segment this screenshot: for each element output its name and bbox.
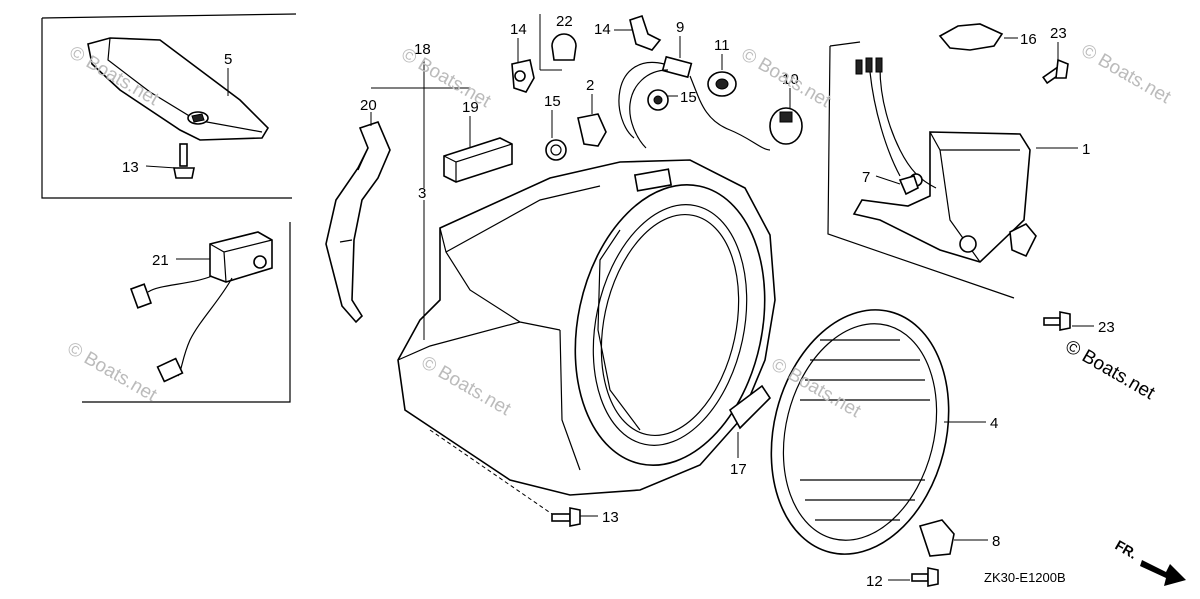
callout-12: 12 — [866, 573, 883, 590]
callout-23-bottom: 23 — [1098, 319, 1115, 336]
callout-16: 16 — [1020, 31, 1037, 48]
callout-17: 17 — [730, 461, 747, 478]
watermark-faint-2: © Boats.net — [64, 338, 161, 406]
wire-band-14-right-drawing — [629, 14, 662, 51]
callout-23-top: 23 — [1050, 25, 1067, 42]
bolt-13-top-drawing — [173, 143, 195, 179]
callout-2: 2 — [586, 77, 594, 94]
control-box-frame — [827, 41, 1015, 299]
plate-seal-17-drawing — [728, 384, 772, 430]
grommet-15-mid-drawing — [647, 89, 669, 111]
callout-4: 4 — [990, 415, 998, 432]
seal-strip-drawing — [325, 121, 391, 324]
top-cover-bracket-drawing — [87, 37, 270, 141]
fan-cover-drawing — [397, 159, 776, 496]
callout-5: 5 — [224, 51, 232, 68]
callout-10: 10 — [782, 71, 799, 88]
oil-level-switch-drawing — [129, 231, 273, 383]
callout-7: 7 — [862, 169, 870, 186]
bolt-23-bottom-drawing — [1043, 311, 1071, 331]
grommet-clip-2-drawing — [577, 113, 607, 147]
wire-clamp-7-drawing — [898, 175, 919, 196]
callout-3: 3 — [418, 185, 426, 202]
callout-21: 21 — [152, 252, 169, 269]
callout-22: 22 — [556, 13, 573, 30]
grommet-15-left-drawing — [545, 139, 567, 161]
callout-labels: 5 13 21 20 18 19 3 14 22 14 9 2 15 15 11… — [122, 13, 1115, 590]
watermark-faint-7: © Boats.net — [1078, 40, 1175, 108]
front-arrow-icon — [1140, 560, 1186, 586]
callout-18: 18 — [414, 41, 431, 58]
wire-band-14-left-drawing — [511, 59, 535, 93]
inset-frame-top-left — [41, 13, 297, 199]
callout-11: 11 — [714, 37, 730, 54]
callout-13-top: 13 — [122, 159, 139, 176]
watermark-main: © Boats.net — [1062, 336, 1159, 404]
cable-clip-8-drawing — [918, 519, 955, 557]
callout-14-left: 14 — [510, 21, 527, 38]
callout-15-mid: 15 — [680, 89, 697, 106]
leader-lines — [145, 14, 1094, 581]
wire-harness-drawing — [618, 55, 771, 151]
front-label: FR. — [1113, 537, 1141, 562]
harness-clip-16-drawing — [938, 23, 1004, 51]
inset-frame-left — [82, 222, 291, 403]
bolt-23-top-drawing — [1042, 58, 1069, 85]
callout-1: 1 — [1082, 141, 1090, 158]
seal-block-drawing — [443, 137, 513, 183]
callout-19: 19 — [462, 99, 479, 116]
grommet-11-drawing — [707, 71, 737, 97]
callout-15-left: 15 — [544, 93, 561, 110]
cap-22-drawing — [551, 33, 577, 61]
bolt-13-bottom-drawing — [551, 507, 581, 527]
callout-14-right: 14 — [594, 21, 611, 38]
callout-13-bottom: 13 — [602, 509, 619, 526]
callout-8: 8 — [992, 533, 1000, 550]
control-box-drawing — [852, 57, 1037, 263]
callout-9: 9 — [676, 19, 684, 36]
callout-20: 20 — [360, 97, 377, 114]
watermark-faint-3: © Boats.net — [398, 44, 495, 112]
front-direction-marker: FR. — [1113, 537, 1186, 586]
watermark-faint-5: © Boats.net — [738, 44, 835, 112]
diagram-code: ZK30-E1200B — [984, 570, 1066, 585]
screen-grid-drawing — [770, 309, 950, 555]
switch-knob-10-drawing — [769, 107, 803, 145]
bolt-12-drawing — [911, 567, 939, 587]
